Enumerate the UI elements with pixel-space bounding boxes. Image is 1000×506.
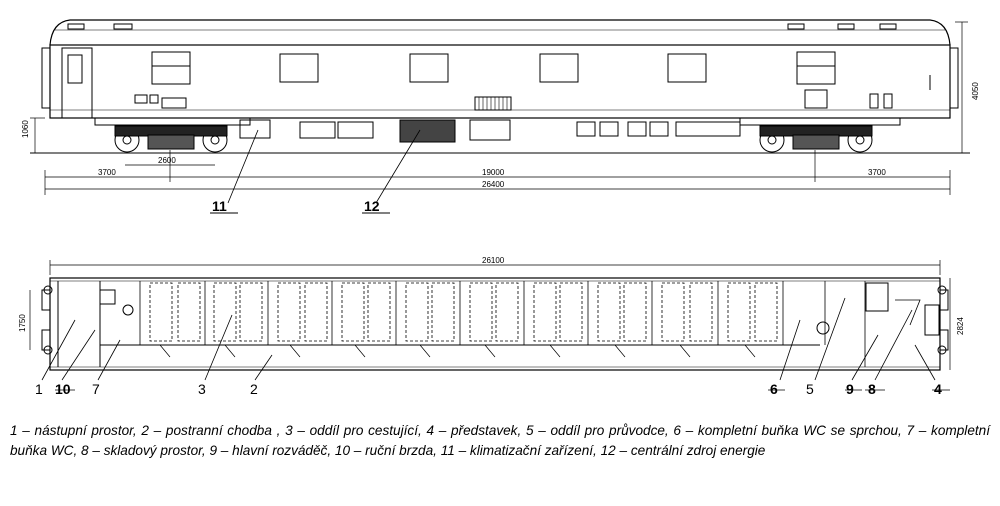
roof-vent [67, 23, 897, 30]
callout-7: 7 [92, 381, 100, 397]
side-dimensions [30, 21, 968, 195]
side-view [30, 19, 970, 154]
dim-1060: 1060 [21, 120, 30, 138]
dim-1750: 1750 [18, 314, 27, 332]
dim-3700-left: 3700 [98, 168, 116, 177]
callout-3: 3 [198, 381, 206, 397]
callout-6: 6 [770, 381, 778, 397]
bogie-right [759, 125, 873, 153]
plan-dimensions [29, 260, 951, 370]
underfloor-equipment [239, 119, 741, 143]
plan-view [41, 277, 949, 371]
vent-grille [474, 96, 512, 111]
technical-drawing: 1060 4050 2600 3700 19000 3700 26400 261… [18, 19, 980, 397]
callout-9: 9 [846, 381, 854, 397]
dim-4050: 4050 [971, 82, 980, 100]
legend-caption: 1 – nástupní prostor, 2 – postranní chod… [10, 423, 990, 458]
side-window [151, 51, 836, 85]
dim-19000: 19000 [482, 168, 505, 177]
dim-2824: 2824 [956, 317, 965, 335]
passenger-compartment [139, 281, 866, 367]
dim-26400: 26400 [482, 180, 505, 189]
dim-2600: 2600 [158, 156, 176, 165]
door-window [67, 54, 83, 84]
callout-10: 10 [55, 381, 71, 397]
dim-26100: 26100 [482, 256, 505, 265]
callout-1: 1 [35, 381, 43, 397]
dim-3700-right: 3700 [868, 168, 886, 177]
callout-5: 5 [806, 381, 814, 397]
entrance-door [61, 47, 93, 119]
callout-12: 12 [364, 198, 380, 214]
bogie-left [114, 125, 228, 153]
callout-4: 4 [934, 381, 942, 397]
callout-2: 2 [250, 381, 258, 397]
callout-11: 11 [212, 198, 227, 214]
callout-8: 8 [868, 381, 876, 397]
